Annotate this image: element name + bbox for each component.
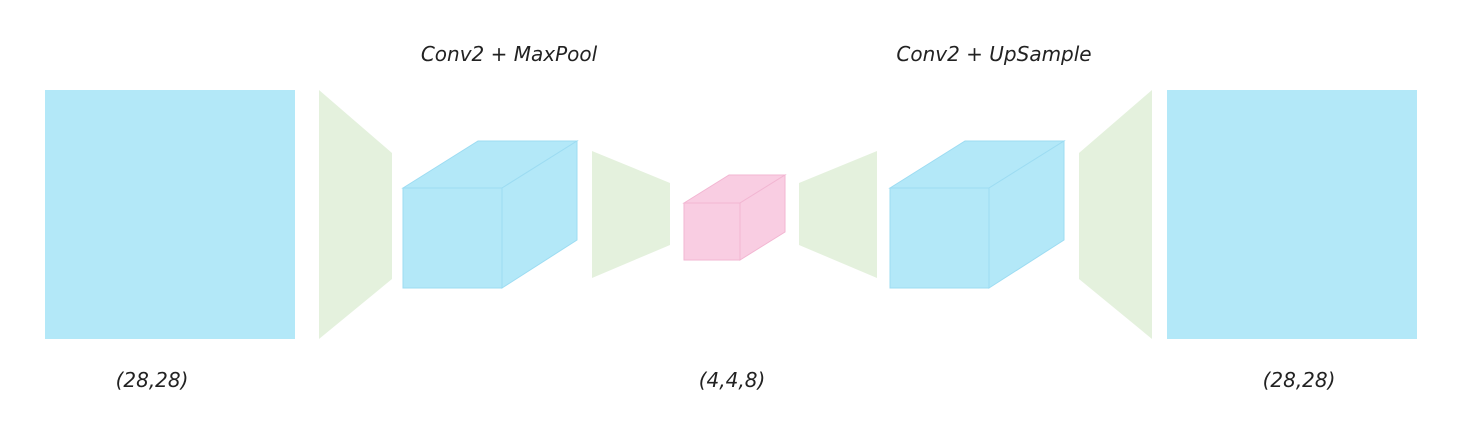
decoder-op-label: Conv2 + UpSample (896, 42, 1091, 66)
decoder-feature-cube (888, 140, 1066, 289)
encoder-conv-trapezoid-1 (319, 90, 392, 339)
encoder-feature-cube (401, 140, 579, 289)
encoder-op-label: Conv2 + MaxPool (421, 42, 598, 66)
decoder-conv-trapezoid-2 (1079, 90, 1152, 339)
encoder-conv-trapezoid-2 (592, 151, 670, 278)
latent-cube-front (683, 202, 741, 261)
latent-shape-label: (4,4,8) (699, 368, 766, 392)
decoder-conv-trapezoid-1 (799, 151, 877, 278)
latent-cube (682, 174, 787, 261)
decoder-cube-front (889, 187, 990, 289)
input-shape-label: (28,28) (116, 368, 189, 392)
input-image-square (45, 90, 295, 339)
output-shape-label: (28,28) (1263, 368, 1336, 392)
encoder-cube-front (402, 187, 503, 289)
output-image-square (1167, 90, 1417, 339)
